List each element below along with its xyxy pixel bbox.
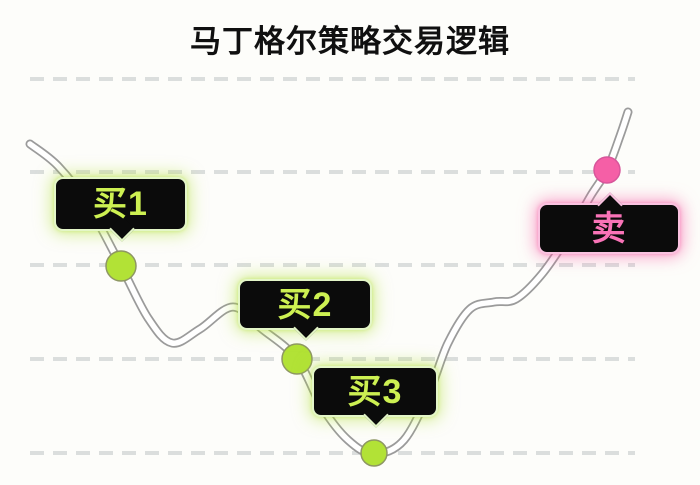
- callout-sell: 卖: [538, 192, 680, 254]
- buy-marker-dot: [105, 250, 137, 282]
- sell-label: 卖: [591, 209, 627, 248]
- trade-markers: [105, 156, 621, 467]
- buy2-label: 买2: [277, 285, 333, 324]
- buy1-label: 买1: [93, 185, 148, 223]
- buy-marker-dot: [281, 343, 313, 375]
- page-title: 马丁格尔策略交易逻辑: [190, 24, 510, 59]
- buy-marker-dot: [360, 439, 388, 467]
- callout-buy1: 买1: [54, 177, 187, 242]
- buy3-label: 买3: [347, 372, 403, 411]
- callout-buy3: 买3: [312, 366, 438, 428]
- callout-buy2: 买2: [238, 279, 372, 341]
- sell-marker-dot: [593, 156, 621, 184]
